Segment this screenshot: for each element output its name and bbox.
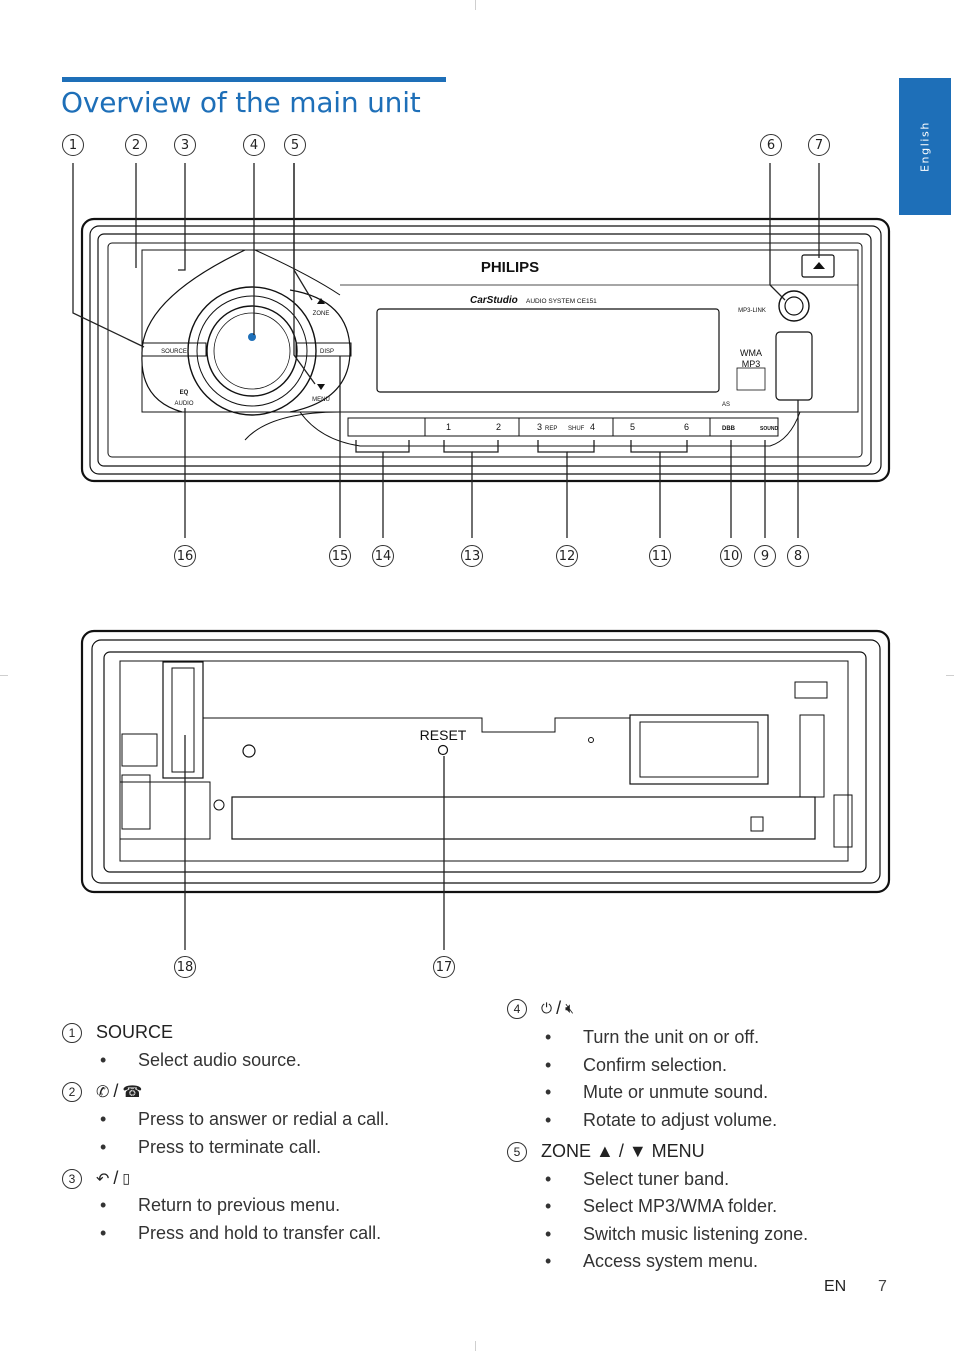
menu-label: MENU [312,397,330,403]
callout-8: 8 [787,545,809,567]
max-sound-label: SOUND [760,426,778,432]
legend-bullet: •Press to answer or redial a call. [100,1109,390,1129]
callout-2: 2 [125,134,147,156]
preset-1-label: 1 [446,422,451,432]
leader-lines-top [72,163,820,385]
legend-number: 2 [62,1081,82,1102]
legend-bullet: •Select MP3/WMA folder. [545,1196,778,1216]
title-rule [62,77,446,82]
preset-6-label: 6 [684,422,689,432]
crop-mark [475,0,476,10]
callout-17: 17 [433,956,455,978]
mp3-link-label: MP3-LINK [738,308,766,314]
shuf-label: SHUF [568,426,585,432]
legend-heading: / [113,1081,119,1101]
callout-1: 1 [62,134,84,156]
legend-item-2: 2 ✆ / ☎ [62,1081,142,1102]
language-tab[interactable]: English [899,78,951,215]
legend-number: 4 [507,998,527,1019]
callout-6: 6 [760,134,782,156]
crop-mark [475,1341,476,1351]
brand-label: PHILIPS [481,259,539,276]
legend-bullet: •Turn the unit on or off. [545,1027,760,1047]
footer-language: EN [824,1278,847,1295]
zone-label: ZONE [313,311,330,317]
legend-item-3: 3 ↶ / ▯ [62,1168,130,1189]
model-script-label: CarStudio [470,295,518,306]
eq-label: EQ [180,390,189,396]
source-label: SOURCE [161,349,187,355]
crop-mark [946,675,954,676]
page-title: Overview of the main unit [61,86,421,119]
callout-15: 15 [329,545,351,567]
legend-heading: / [556,998,562,1018]
callout-14: 14 [372,545,394,567]
leader-lines-rear [184,735,445,950]
as-label: AS [722,402,730,408]
legend-number: 3 [62,1168,82,1189]
legend-number: 1 [62,1022,82,1043]
reset-label: RESET [420,727,467,743]
callout-16: 16 [174,545,196,567]
preset-4-label: 4 [590,422,595,432]
callout-10: 10 [720,545,742,567]
legend-bullet: •Press and hold to transfer call. [100,1223,382,1243]
phone-answer-icon: ✆ [96,1083,110,1101]
mute-icon: 🔇︎ [565,1000,574,1016]
callout-11: 11 [649,545,671,567]
legend-bullet: •Return to previous menu. [100,1195,341,1215]
legend-bullet: •Press to terminate call. [100,1137,322,1157]
legend-heading: SOURCE [96,1022,174,1042]
audio-label: AUDIO [174,401,193,407]
back-arrow-icon: ↶ [96,1170,110,1188]
dbb-label: DBB [722,426,736,432]
preset-2-label: 2 [496,422,501,432]
callout-7: 7 [808,134,830,156]
legend-number: 5 [507,1141,527,1162]
zone-up-arrow-icon [317,298,325,304]
legend-bullet: •Select tuner band. [545,1169,730,1189]
wma-label: WMA [740,348,762,358]
page-number: 7 [878,1278,887,1295]
preset-5-label: 5 [630,422,635,432]
menu-down-arrow-icon [317,384,325,390]
phone-handset-icon: ▯ [122,1170,131,1186]
rep-label: REP [545,426,557,432]
legend-item-1: 1 SOURCE [62,1022,173,1043]
model-text-label: AUDIO SYSTEM CE151 [526,298,597,305]
callout-5: 5 [284,134,306,156]
legend-heading: ZONE ▲ / ▼ MENU [541,1141,705,1161]
callout-4: 4 [243,134,265,156]
preset-3-label: 3 [537,422,542,432]
power-icon: ⏻ [541,1000,553,1016]
callout-9: 9 [754,545,776,567]
legend-bullet: •Select audio source. [100,1050,302,1070]
legend-item-5: 5 ZONE ▲ / ▼ MENU [507,1141,705,1162]
legend-bullet: •Mute or unmute sound. [545,1082,769,1102]
leader-lines-bottom [184,356,799,538]
callout-12: 12 [556,545,578,567]
legend-bullet: •Switch music listening zone. [545,1224,809,1244]
callout-18: 18 [174,956,196,978]
crop-mark [0,675,8,676]
phone-hangup-icon: ☎ [122,1083,143,1101]
legend-heading: / [113,1168,119,1188]
callout-13: 13 [461,545,483,567]
legend-bullet: •Access system menu. [545,1251,759,1271]
legend-bullet: •Confirm selection. [545,1055,728,1075]
legend-item-4: 4 ⏻ / 🔇︎ [507,998,574,1019]
disp-label: DISP [320,349,334,355]
legend-bullet: •Rotate to adjust volume. [545,1110,778,1130]
mp3-label: MP3 [742,359,761,369]
callout-3: 3 [174,134,196,156]
